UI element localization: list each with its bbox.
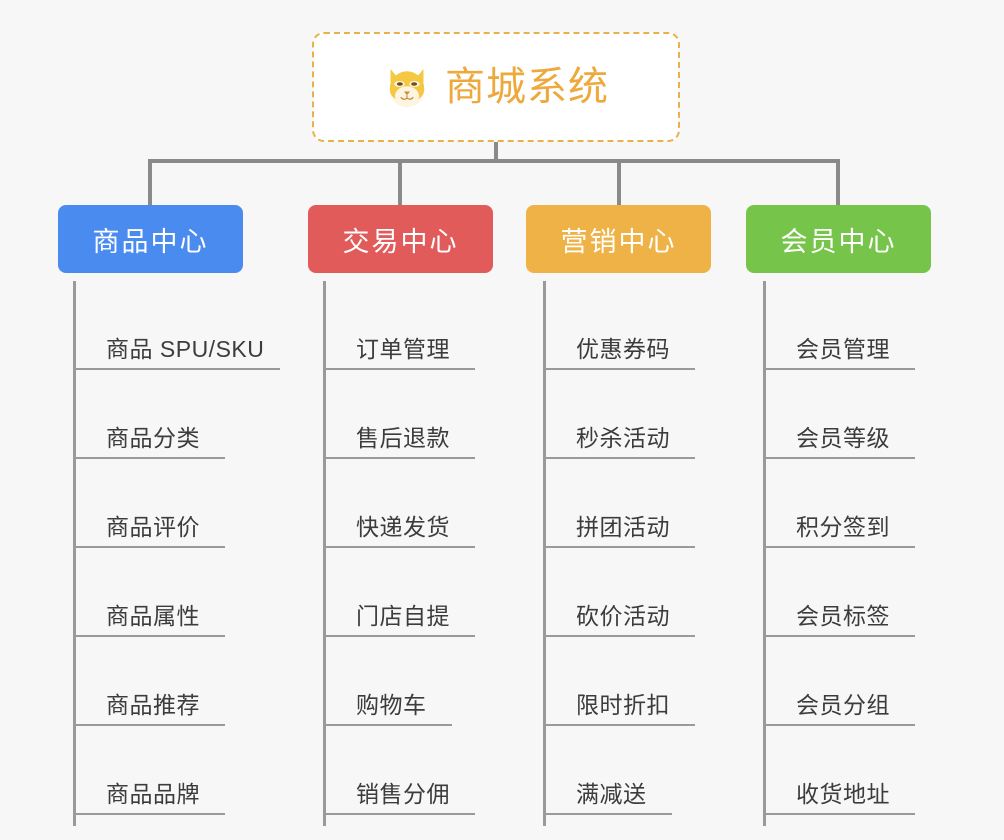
leaf-item[interactable]: 商品 SPU/SKU bbox=[73, 281, 280, 370]
leaf-item-underline bbox=[763, 724, 915, 726]
leaf-item[interactable]: 会员分组 bbox=[763, 637, 915, 726]
leaf-item[interactable]: 会员管理 bbox=[763, 281, 915, 370]
leaf-item[interactable]: 会员等级 bbox=[763, 370, 915, 459]
leaf-item[interactable]: 会员标签 bbox=[763, 548, 915, 637]
leaf-item-label: 购物车 bbox=[356, 692, 427, 718]
leaf-trunk-line bbox=[543, 281, 546, 826]
leaf-item[interactable]: 限时折扣 bbox=[543, 637, 695, 726]
root-node-shop-system[interactable]: 商城系统 bbox=[312, 32, 680, 142]
category-label: 会员中心 bbox=[780, 226, 897, 257]
leaf-item-underline bbox=[543, 546, 695, 548]
leaf-item-underline bbox=[763, 368, 915, 370]
connector-drop-3 bbox=[617, 159, 621, 207]
leaf-trunk-line bbox=[323, 281, 326, 826]
leaf-item-label: 会员标签 bbox=[796, 603, 890, 629]
leaf-item-underline bbox=[763, 457, 915, 459]
leaf-item-underline bbox=[763, 546, 915, 548]
connector-root-stem bbox=[494, 142, 498, 162]
leaf-item-underline bbox=[323, 724, 452, 726]
leaf-item[interactable]: 售后退款 bbox=[323, 370, 475, 459]
connector-drop-1 bbox=[148, 159, 152, 207]
leaf-item-underline bbox=[73, 546, 225, 548]
leaf-item-underline bbox=[543, 724, 695, 726]
category-label: 商品中心 bbox=[92, 226, 209, 257]
leaf-item[interactable]: 商品推荐 bbox=[73, 637, 225, 726]
leaf-item[interactable]: 购物车 bbox=[323, 637, 452, 726]
leaf-item[interactable]: 拼团活动 bbox=[543, 459, 695, 548]
leaf-item[interactable]: 积分签到 bbox=[763, 459, 915, 548]
leaf-item-underline bbox=[763, 813, 915, 815]
leaf-item-label: 门店自提 bbox=[356, 603, 450, 629]
leaf-item-label: 快递发货 bbox=[356, 514, 450, 540]
leaf-item[interactable]: 商品分类 bbox=[73, 370, 225, 459]
category-box-2[interactable]: 营销中心 bbox=[526, 205, 711, 273]
root-title: 商城系统 bbox=[445, 65, 609, 109]
category-label: 营销中心 bbox=[560, 226, 677, 257]
leaf-item-underline bbox=[73, 635, 225, 637]
connector-drop-4 bbox=[836, 159, 840, 207]
category-box-0[interactable]: 商品中心 bbox=[58, 205, 243, 273]
category-box-3[interactable]: 会员中心 bbox=[746, 205, 931, 273]
leaf-item-underline bbox=[323, 368, 475, 370]
leaf-item-underline bbox=[763, 635, 915, 637]
leaf-item[interactable]: 订单管理 bbox=[323, 281, 475, 370]
leaf-item-label: 秒杀活动 bbox=[576, 425, 670, 451]
leaf-item-underline bbox=[543, 635, 695, 637]
leaf-item-label: 砍价活动 bbox=[576, 603, 670, 629]
leaf-item-label: 积分签到 bbox=[796, 514, 890, 540]
leaf-item-underline bbox=[73, 457, 225, 459]
leaf-item-underline bbox=[323, 546, 475, 548]
leaf-item[interactable]: 优惠券码 bbox=[543, 281, 695, 370]
category-label: 交易中心 bbox=[342, 226, 459, 257]
leaf-item[interactable]: 商品属性 bbox=[73, 548, 225, 637]
category-box-1[interactable]: 交易中心 bbox=[308, 205, 493, 273]
leaf-item-label: 收货地址 bbox=[796, 781, 890, 807]
leaf-item-label: 商品分类 bbox=[106, 425, 200, 451]
leaf-item[interactable]: 商品评价 bbox=[73, 459, 225, 548]
leaf-item[interactable]: 收货地址 bbox=[763, 726, 915, 815]
dog-face-icon bbox=[389, 69, 425, 108]
leaf-item-underline bbox=[323, 813, 475, 815]
leaf-item-underline bbox=[73, 813, 225, 815]
leaf-item-label: 订单管理 bbox=[356, 336, 450, 362]
leaf-item[interactable]: 砍价活动 bbox=[543, 548, 695, 637]
leaf-item[interactable]: 商品品牌 bbox=[73, 726, 225, 815]
leaf-item[interactable]: 销售分佣 bbox=[323, 726, 475, 815]
leaf-item-label: 商品 SPU/SKU bbox=[106, 336, 265, 362]
leaf-item-underline bbox=[73, 724, 225, 726]
leaf-item-label: 拼团活动 bbox=[576, 514, 670, 540]
leaf-item-label: 商品品牌 bbox=[106, 781, 200, 807]
leaf-item-underline bbox=[543, 813, 672, 815]
leaf-item-label: 销售分佣 bbox=[356, 781, 450, 807]
leaf-item-label: 售后退款 bbox=[356, 425, 450, 451]
leaf-item-underline bbox=[543, 457, 695, 459]
leaf-item-label: 商品评价 bbox=[106, 514, 200, 540]
leaf-item[interactable]: 满减送 bbox=[543, 726, 672, 815]
leaf-item-label: 会员分组 bbox=[796, 692, 890, 718]
leaf-item-underline bbox=[73, 368, 280, 370]
leaf-item-label: 优惠券码 bbox=[576, 336, 670, 362]
leaf-item-label: 商品推荐 bbox=[106, 692, 200, 718]
leaf-item-label: 会员管理 bbox=[796, 336, 890, 362]
leaf-item[interactable]: 快递发货 bbox=[323, 459, 475, 548]
leaf-item[interactable]: 门店自提 bbox=[323, 548, 475, 637]
leaf-item-label: 限时折扣 bbox=[576, 692, 670, 718]
connector-horizontal-bus bbox=[150, 159, 840, 163]
leaf-item[interactable]: 秒杀活动 bbox=[543, 370, 695, 459]
leaf-item-underline bbox=[323, 457, 475, 459]
leaf-item-underline bbox=[323, 635, 475, 637]
connector-drop-2 bbox=[398, 159, 402, 207]
leaf-item-label: 满减送 bbox=[576, 781, 647, 807]
leaf-trunk-line bbox=[763, 281, 766, 826]
leaf-item-label: 会员等级 bbox=[796, 425, 890, 451]
leaf-item-underline bbox=[543, 368, 695, 370]
leaf-trunk-line bbox=[73, 281, 76, 826]
leaf-item-label: 商品属性 bbox=[106, 603, 200, 629]
